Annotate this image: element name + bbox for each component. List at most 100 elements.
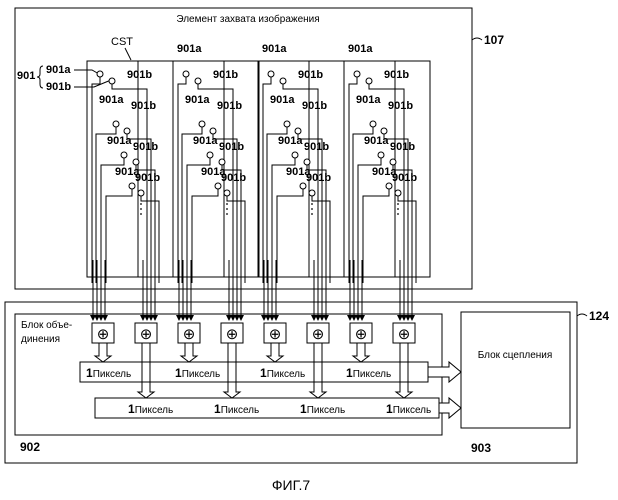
label-901b: 901b — [131, 100, 156, 112]
ellipsis-dot — [140, 213, 142, 215]
label-901a: 901a — [270, 94, 295, 106]
label-901a: 901a — [99, 94, 124, 106]
row1-pixel-labels: 1Пиксель 1Пиксель 1Пиксель 1Пиксель — [86, 366, 391, 380]
adder-plus-icon: ⊕ — [355, 326, 368, 343]
ellipsis-dot — [226, 213, 228, 215]
pixel-901b — [138, 190, 144, 196]
ellipsis-dot — [226, 208, 228, 210]
adder-plus-icon: ⊕ — [183, 326, 196, 343]
label-901a: 901a — [278, 135, 303, 147]
label-901b-top: 901b — [213, 69, 238, 81]
label-901b: 901b — [221, 172, 246, 184]
adder-plus-icon: ⊕ — [226, 326, 239, 343]
pixel-901b — [124, 128, 130, 134]
label-901b: 901b — [392, 172, 417, 184]
pixel-column: 901a901b901a901b901a901b901a901b — [258, 43, 344, 320]
label-901b: 901b — [390, 141, 415, 153]
pixel-901a — [292, 152, 298, 158]
pixel-901b — [309, 190, 315, 196]
figure-caption: ФИГ.7 — [272, 477, 310, 493]
ref-107-leader — [472, 38, 482, 40]
ellipsis-dot — [397, 213, 399, 215]
adder-output-arrow — [267, 343, 283, 362]
pixel-column: 901a901b901a901b901a901b901a901b — [173, 43, 259, 320]
pixel-b-wire — [312, 196, 330, 283]
adder-output-arrow — [310, 343, 326, 398]
ref-124-label: 124 — [589, 309, 609, 323]
label-901b: 901b — [217, 100, 242, 112]
pixel-label: 1Пиксель — [214, 402, 259, 416]
ellipsis-dot — [397, 203, 399, 205]
ref-124-leader — [577, 314, 587, 316]
label-901b: 901b — [304, 141, 329, 153]
pixel-label: 1Пиксель — [260, 366, 305, 380]
pixel-901b — [295, 128, 301, 134]
label-901b: 901b — [306, 172, 331, 184]
label-901a: 901a — [193, 135, 218, 147]
label-901a: 901a — [356, 94, 381, 106]
ref-107-label: 107 — [484, 33, 504, 47]
adder-output-arrow — [224, 343, 240, 398]
ref-903-label: 903 — [471, 441, 491, 455]
pixel-901a — [284, 121, 290, 127]
label-901a: 901a — [185, 94, 210, 106]
pixel-label: 1Пиксель — [346, 366, 391, 380]
adder-output-arrow — [95, 343, 111, 362]
label-901b-top: 901b — [384, 69, 409, 81]
ref-901-label: 901 — [17, 70, 35, 82]
ellipsis-dot — [140, 208, 142, 210]
pixel-b-wire — [227, 196, 245, 283]
pixel-901b — [390, 159, 396, 165]
adder-output-arrow — [353, 343, 369, 362]
pixel-label: 1Пиксель — [86, 366, 131, 380]
adder-plus-icon: ⊕ — [140, 326, 153, 343]
pixel-column: 901a901b901a901b901a901b901a901b — [344, 43, 430, 320]
pixel-label: 1Пиксель — [128, 402, 173, 416]
adder-output-arrow — [138, 343, 154, 398]
ellipsis-dot — [311, 213, 313, 215]
row2-pixel-labels: 1Пиксель1Пиксель1Пиксель1Пиксель — [128, 402, 431, 416]
label-901b: 901b — [302, 100, 327, 112]
ref-902-label: 902 — [20, 440, 40, 454]
ref-901b-first: 901b — [46, 81, 71, 93]
label-901a-top: 901a — [348, 43, 373, 55]
pixel-a-wire — [363, 189, 389, 283]
ref-901a-first: 901a — [46, 64, 71, 76]
pixel-901a — [199, 121, 205, 127]
pixel-901b — [381, 128, 387, 134]
ellipsis-dot — [311, 208, 313, 210]
pixel-901b — [280, 78, 286, 84]
label-901a-top: 901a — [262, 43, 287, 55]
adder-output-arrow — [181, 343, 197, 362]
adder-plus-icon: ⊕ — [312, 326, 325, 343]
adder-plus-icon: ⊕ — [269, 326, 282, 343]
ellipsis-dot — [140, 203, 142, 205]
label-901b-top: 901b — [298, 69, 323, 81]
concat-label: Блок сцепления — [478, 350, 553, 361]
pixel-901b — [395, 190, 401, 196]
ellipsis-dot — [226, 203, 228, 205]
label-901a: 901a — [107, 135, 132, 147]
pixel-a-wire — [106, 189, 132, 283]
pixel-label: 1Пиксель — [175, 366, 220, 380]
adder-output-arrow — [396, 343, 412, 398]
label-901b: 901b — [219, 141, 244, 153]
label-901a: 901a — [364, 135, 389, 147]
pixel-901a — [207, 152, 213, 158]
cst-label: CST — [111, 36, 133, 48]
adders: ⊕⊕⊕⊕⊕⊕⊕⊕ — [92, 323, 415, 398]
label-901b-top: 901b — [127, 69, 152, 81]
ellipsis-dot — [397, 208, 399, 210]
pixel-901a — [183, 71, 189, 77]
pixel-columns: 901a901b901a901b901a901b901b901a901b901a… — [87, 43, 430, 320]
pixel-901b — [304, 159, 310, 165]
combine-label-line2: динения — [21, 334, 60, 345]
ellipsis-dot — [311, 203, 313, 205]
pixel-901a — [121, 152, 127, 158]
pixel-901b — [224, 190, 230, 196]
pixel-901b — [195, 78, 201, 84]
pixel-901a — [268, 71, 274, 77]
pixel-901b — [109, 78, 115, 84]
pixel-901a — [113, 121, 119, 127]
